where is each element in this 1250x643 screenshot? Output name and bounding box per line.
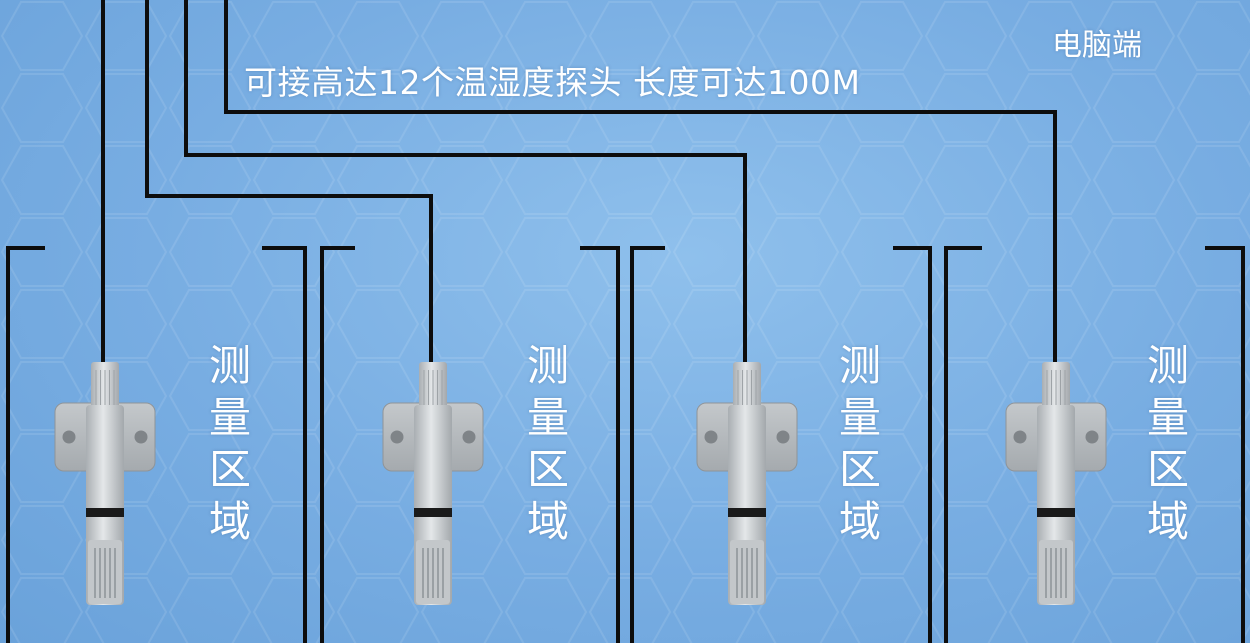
- cable: [184, 0, 747, 362]
- sensor-probe-icon: [696, 362, 798, 605]
- zone-label: 测量区域: [838, 341, 881, 546]
- mounting-hole: [134, 430, 148, 444]
- zone-label: 测量区域: [1146, 341, 1189, 546]
- mounting-hole: [390, 430, 404, 444]
- mounting-hole: [776, 430, 790, 444]
- container-wall: [1205, 246, 1245, 643]
- container-wall: [580, 246, 620, 643]
- mounting-hole: [1013, 430, 1027, 444]
- pc-label: 电脑端: [1052, 28, 1142, 63]
- seal-ring: [1037, 508, 1075, 517]
- mounting-hole: [62, 430, 76, 444]
- seal-ring: [86, 508, 124, 517]
- seal-ring: [414, 508, 452, 517]
- cable: [145, 0, 433, 362]
- container-wall: [6, 246, 45, 643]
- seal-ring: [728, 508, 766, 517]
- container-wall: [630, 246, 665, 643]
- mounting-hole: [1085, 430, 1099, 444]
- measurement-containers: [6, 246, 1245, 643]
- zone-label: 测量区域: [208, 341, 251, 546]
- cables: [101, 0, 1057, 362]
- sensor-probe-icon: [1005, 362, 1107, 605]
- mounting-hole: [462, 430, 476, 444]
- headline: 可接高达12个温湿度探头 长度可达100M: [244, 63, 861, 102]
- container-wall: [262, 246, 307, 643]
- container-wall: [320, 246, 355, 643]
- zone-label: 测量区域: [526, 341, 569, 546]
- container-wall: [944, 246, 982, 643]
- sensor-probe-icon: [382, 362, 484, 605]
- cable: [224, 0, 1057, 362]
- sensor-probes: [54, 362, 1107, 605]
- container-wall: [893, 246, 932, 643]
- sensor-probe-icon: [54, 362, 156, 605]
- mounting-hole: [704, 430, 718, 444]
